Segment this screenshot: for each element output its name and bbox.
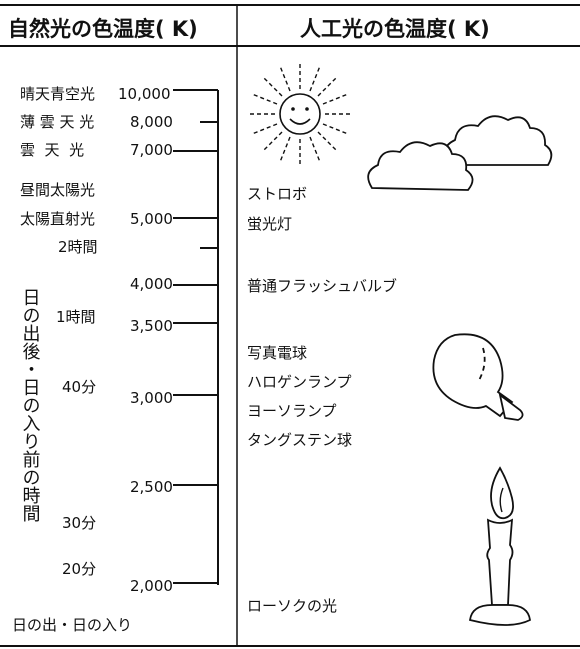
row-label-overcast: 雲 天 光 <box>20 141 84 159</box>
row-value-3500: 3,500 <box>130 317 173 335</box>
strobe-label: ストロボ <box>247 185 307 203</box>
row-label-30min: 30分 <box>62 514 96 532</box>
fluorescent-label: 蛍光灯 <box>247 215 292 233</box>
row-value-7000: 7,000 <box>130 141 173 159</box>
row-label-1h: 1時間 <box>56 308 96 326</box>
row-label-daylight: 昼間太陽光 <box>20 181 95 199</box>
scale-ticks <box>173 89 218 584</box>
candle-icon <box>469 466 531 626</box>
iodine-lamp-label: ヨーソランプ <box>247 402 337 420</box>
row-label-20min: 20分 <box>62 560 96 578</box>
row-value-2000: 2,000 <box>130 577 173 595</box>
photo-bulb-label: 写真電球 <box>247 344 307 362</box>
row-value-3000: 3,000 <box>130 389 173 407</box>
row-label-direct-sun: 太陽直射光 <box>20 210 95 228</box>
natural-light-header: 自然光の色温度( K) <box>8 17 198 41</box>
sunrise-sunset-label: 日の出・日の入り <box>12 616 132 634</box>
flash-bulb-label: 普通フラッシュバルブ <box>247 277 397 295</box>
row-value-5000: 5,000 <box>130 210 173 228</box>
sun-icon <box>248 62 352 166</box>
row-label-2h: 2時間 <box>58 238 98 256</box>
row-value-10000: 10,000 <box>118 85 171 103</box>
light-bulb-icon <box>432 333 524 421</box>
artificial-light-header: 人工光の色温度( K) <box>300 17 490 41</box>
clouds-icon <box>367 115 553 191</box>
halogen-lamp-label: ハロゲンランプ <box>247 373 352 391</box>
row-value-8000: 8,000 <box>130 113 173 131</box>
vertical-time-label: 日の出後・日の入り前の時間 <box>20 288 41 523</box>
tungsten-bulb-label: タングステン球 <box>247 431 352 449</box>
row-label-40min: 40分 <box>62 378 96 396</box>
row-value-4000: 4,000 <box>130 275 173 293</box>
row-value-2500: 2,500 <box>130 478 173 496</box>
candle-light-label: ローソクの光 <box>247 597 337 615</box>
row-label-clear-sky: 晴天青空光 <box>20 85 95 103</box>
row-label-thin-cloud: 薄 雲 天 光 <box>20 113 94 131</box>
